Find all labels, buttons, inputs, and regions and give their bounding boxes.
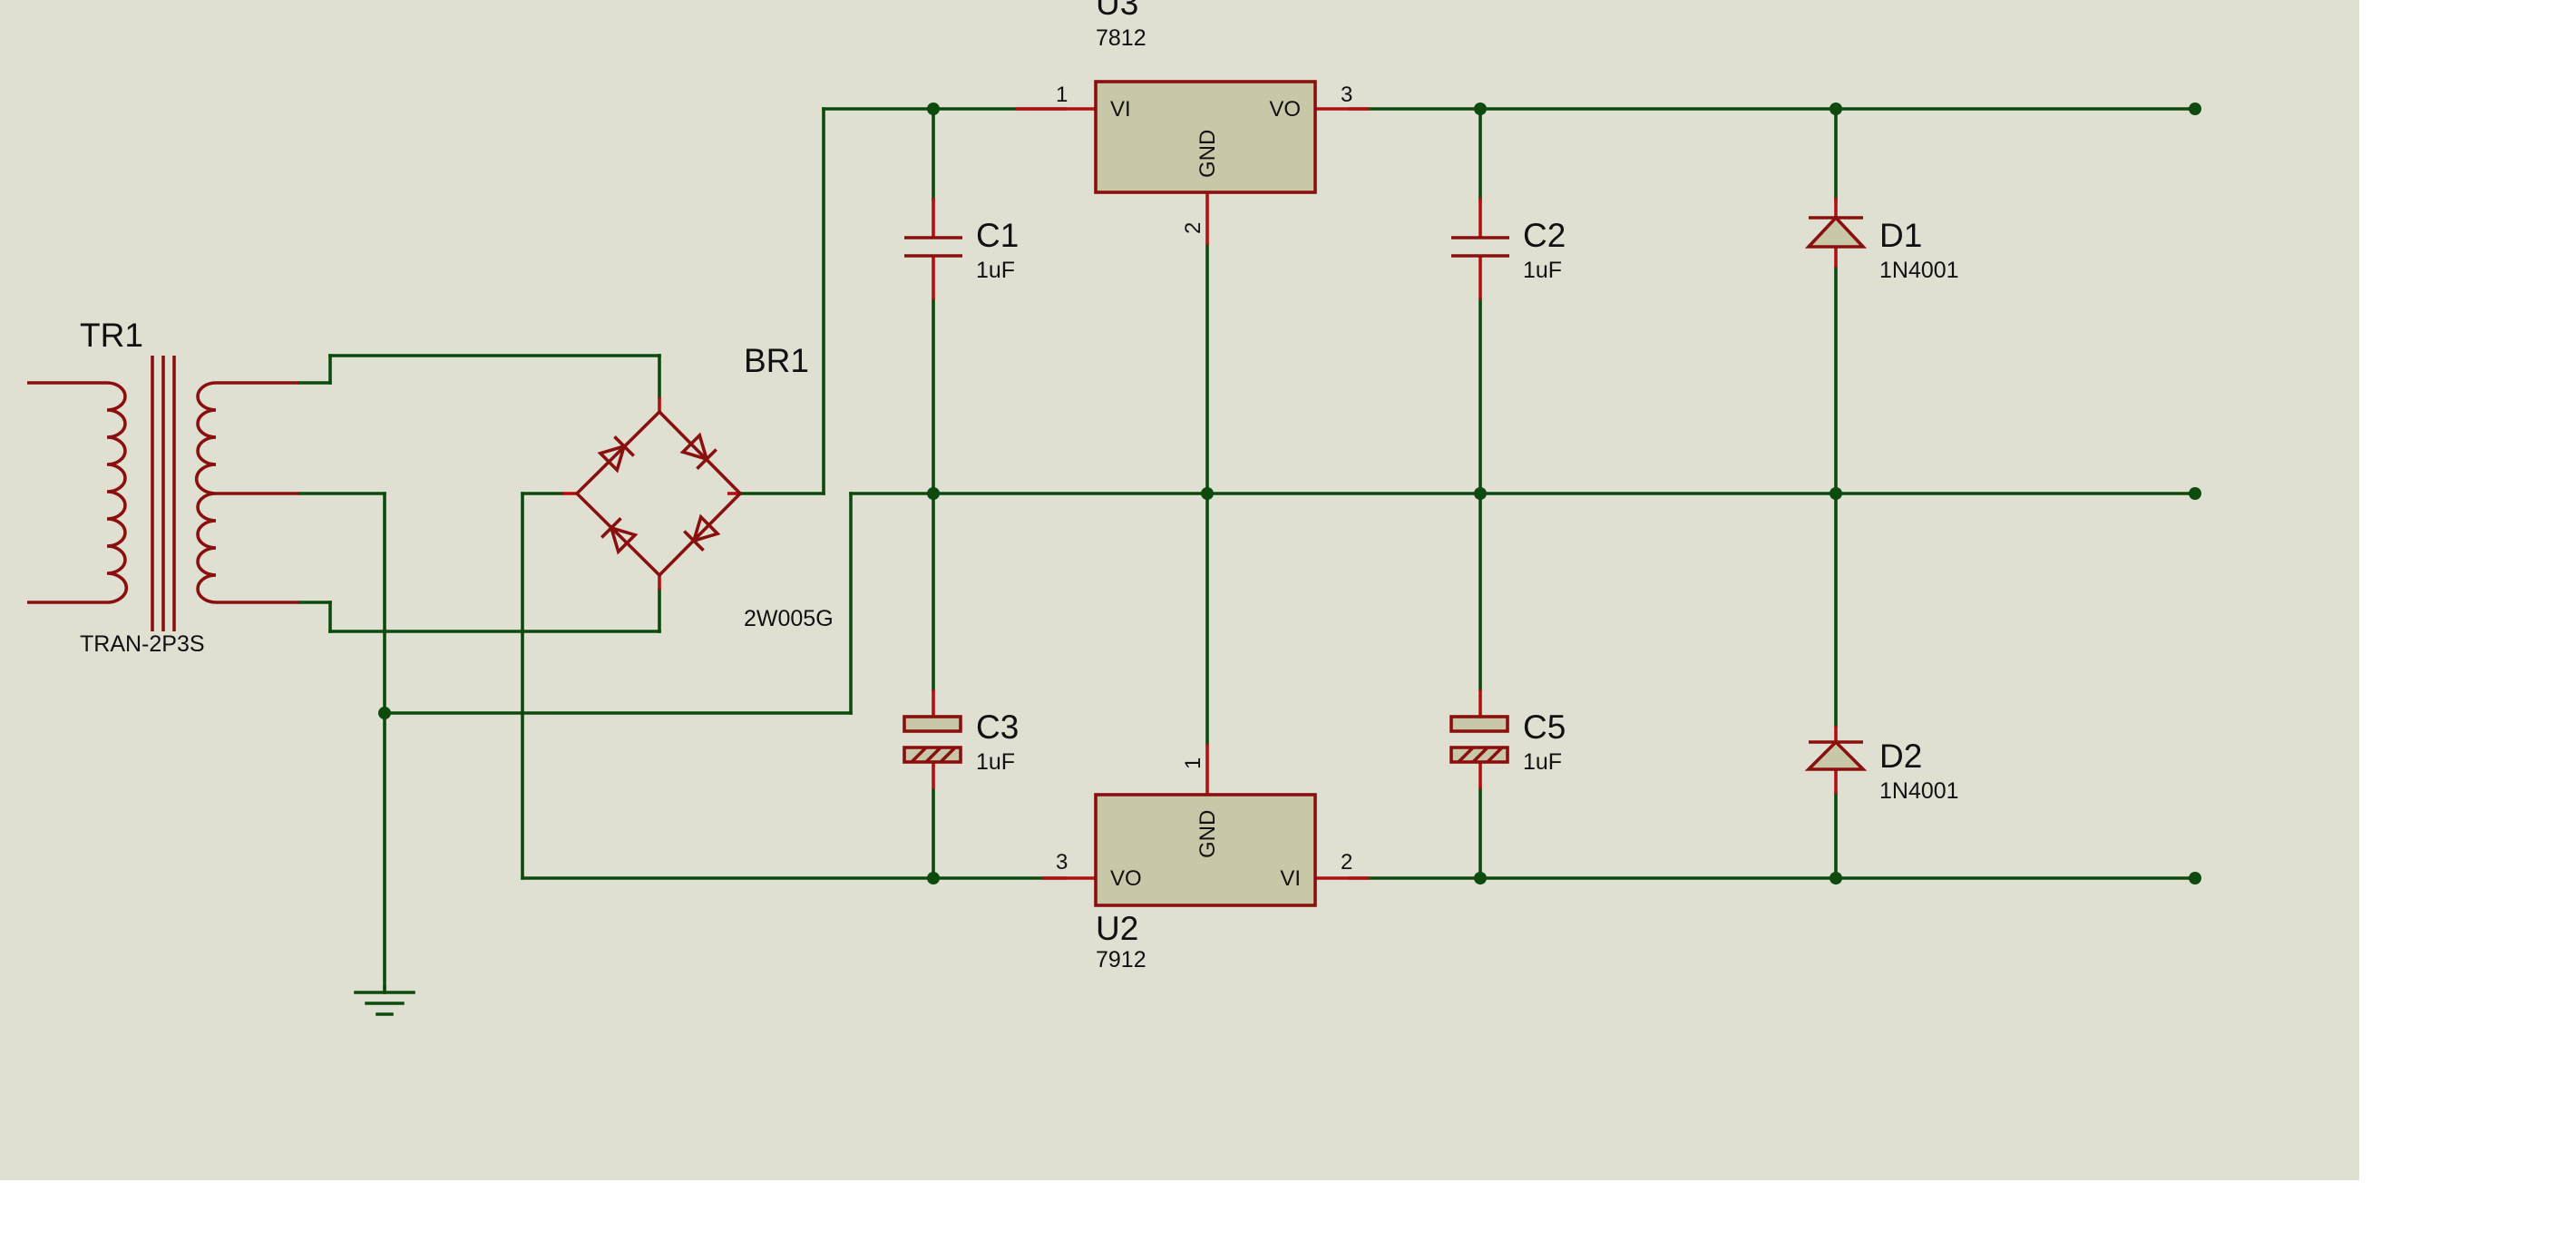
c1-ref-label: C1	[976, 217, 1019, 254]
u2-pin-vo: VO	[1110, 866, 1142, 891]
tr1-ref-label: TR1	[80, 317, 143, 354]
d2-ref-label: D2	[1879, 738, 1922, 775]
d1-value-label: 1N4001	[1879, 258, 1959, 283]
diode-d1[interactable]: D1 1N4001	[1804, 198, 1959, 283]
tr1-value-label: TRAN-2P3S	[80, 631, 205, 657]
c2-value-label: 1uF	[1523, 258, 1562, 283]
u3-value-label: 7812	[1096, 25, 1147, 51]
br1-value-label: 2W005G	[744, 606, 834, 631]
u3-pin-vo: VO	[1269, 97, 1301, 122]
u2-ref-label: U2	[1096, 910, 1138, 947]
c3-ref-label: C3	[976, 708, 1019, 746]
u2-pin-gnd: GND	[1195, 810, 1220, 858]
u2-pin-number-1: 1	[1181, 757, 1205, 769]
regulator-u3[interactable]: U3 7812 VI VO GND 1 3 2	[1016, 0, 1370, 245]
bridge-rectifier-br1[interactable]: BR1 2W005G	[562, 342, 834, 631]
c5-value-label: 1uF	[1523, 749, 1562, 775]
u3-pin-number-3: 3	[1341, 83, 1352, 107]
c5-ref-label: C5	[1523, 708, 1566, 746]
c1-value-label: 1uF	[976, 258, 1015, 283]
transformer-tr1[interactable]: TR1 TRAN-2P3S	[27, 317, 299, 657]
ground-symbol	[354, 991, 415, 1016]
capacitor-c2[interactable]: C2 1uF	[1451, 198, 1566, 299]
c2-ref-label: C2	[1523, 217, 1566, 254]
u2-pin-number-3: 3	[1056, 850, 1068, 875]
u3-pin-number-2: 2	[1181, 222, 1205, 234]
u3-ref-label: U3	[1096, 0, 1138, 22]
diode-d2[interactable]: D2 1N4001	[1804, 726, 1959, 804]
u3-pin-vi: VI	[1110, 97, 1131, 122]
c3-value-label: 1uF	[976, 749, 1015, 775]
capacitor-c5[interactable]: C5 1uF	[1449, 689, 1566, 789]
junction-dots	[378, 103, 2201, 884]
d1-ref-label: D1	[1879, 217, 1922, 254]
sheet-background	[0, 0, 2359, 1180]
u2-pin-number-2: 2	[1341, 850, 1352, 875]
u3-pin-gnd: GND	[1195, 130, 1220, 178]
u2-value-label: 7912	[1096, 947, 1147, 972]
u2-pin-vi: VI	[1280, 866, 1301, 891]
u3-pin-number-1: 1	[1056, 83, 1068, 107]
capacitor-c1[interactable]: C1 1uF	[904, 198, 1019, 299]
br1-ref-label: BR1	[744, 342, 809, 379]
regulator-u2[interactable]: U2 7912 VO VI GND 3 2 1	[1043, 744, 1370, 972]
capacitor-c3[interactable]: C3 1uF	[903, 689, 1019, 789]
d2-value-label: 1N4001	[1879, 778, 1959, 804]
